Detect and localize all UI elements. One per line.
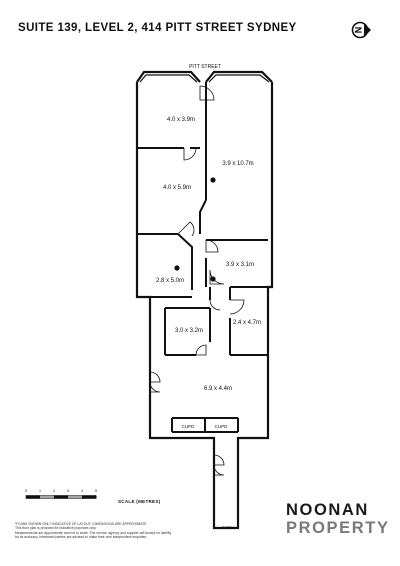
door-r8-a [149, 371, 161, 383]
cupboard-label: CUPD [215, 424, 229, 429]
room-label: 3.9 x 10.7m [222, 161, 253, 167]
street-label: PITT STREET [189, 64, 221, 70]
scale-tick: 5 [95, 489, 97, 493]
bay-window-left [136, 70, 201, 83]
room-label: 2.8 x 5.0m [156, 278, 184, 284]
bay-window-right-inner [208, 74, 270, 83]
logo-line-2: PROPERTY [286, 519, 390, 537]
disclaimer-line: *PLANS SHOWN ONLY INDICATIVE OF LAYOUT. … [15, 522, 148, 526]
room-label: 6.9 x 4.4m [204, 386, 232, 392]
bay-window-left-inner [139, 74, 198, 83]
agency-logo: NOONAN PROPERTY [286, 501, 390, 537]
room-label: 4.0 x 5.9m [163, 185, 191, 191]
door-r6 [229, 299, 245, 315]
entry-label: ENTRY [222, 526, 234, 530]
door-r7 [195, 344, 207, 356]
wall-r3-diag [199, 199, 207, 234]
door-r1 [199, 85, 215, 101]
scale-bar: 0 1 2 3 4 5 [25, 489, 97, 499]
wall-r5-door [177, 233, 193, 290]
scale-tick: 0 [25, 489, 27, 493]
scale-label: SCALE (METRES) [118, 499, 161, 504]
disclaimer: *PLANS SHOWN ONLY INDICATIVE OF LAYOUT. … [15, 522, 225, 540]
cupboard-label: CUPD [182, 424, 196, 429]
compass-letter: N [353, 27, 363, 34]
scale-tick: 4 [81, 489, 83, 493]
door-r3 [183, 147, 197, 161]
fixture-dot [210, 276, 216, 282]
fixture-dot [210, 177, 216, 183]
door-r4-b [209, 269, 225, 285]
disclaimer-line: for its accuracy. Interested parties are… [15, 535, 148, 540]
scale-tick: 3 [67, 489, 69, 493]
door-corridor [209, 299, 221, 311]
door-r4-a [205, 239, 219, 253]
bay-window-right [205, 70, 273, 83]
disclaimer-line: This floor plan is provided for indicati… [15, 526, 97, 531]
scale-tick: 1 [39, 489, 41, 493]
room-label: 2.4 x 4.7m [233, 320, 261, 326]
door-r5 [177, 221, 195, 237]
room-label: 3.9 x 3.1m [226, 262, 254, 268]
scale-tick: 2 [53, 489, 55, 493]
room-label: 4.0 x 3.9m [167, 117, 195, 123]
door-entry [213, 454, 225, 466]
room-label: 3.0 x 3.2m [175, 328, 203, 334]
disclaimer-line: Measurements are approximate and not to … [15, 530, 172, 535]
door-entry-b [213, 464, 225, 476]
compass-north-icon: N [351, 21, 371, 39]
fixture-dot [174, 265, 180, 271]
door-r8-b [149, 381, 161, 393]
page-title: SUITE 139, LEVEL 2, 414 PITT STREET SYDN… [18, 22, 297, 34]
logo-line-1: NOONAN [286, 501, 369, 519]
